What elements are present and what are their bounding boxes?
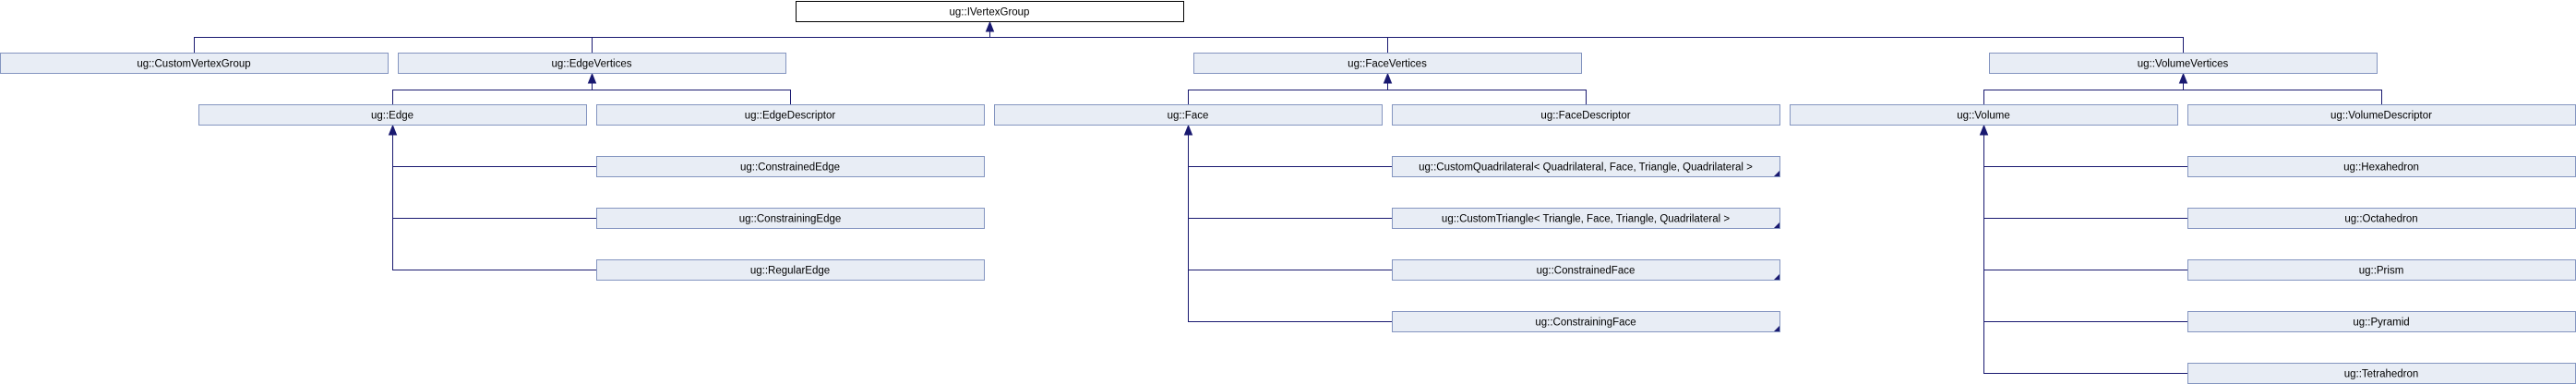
class-label: ug::ConstrainedEdge <box>740 162 840 174</box>
class-label: ug::Pyramid <box>2353 318 2409 329</box>
class-node-customvertexgroup[interactable]: ug::CustomVertexGroup <box>0 53 389 74</box>
class-box <box>596 156 985 177</box>
class-box <box>198 104 587 126</box>
class-box <box>1193 53 1582 74</box>
class-box <box>596 259 985 281</box>
class-label: ug::ConstrainingEdge <box>739 214 842 225</box>
inheritance-edges <box>194 20 2382 374</box>
class-node-facevertices[interactable]: ug::FaceVertices <box>1193 53 1582 74</box>
class-label: ug::FaceVertices <box>1348 59 1427 70</box>
class-node-constrainededge[interactable]: ug::ConstrainedEdge <box>596 156 985 177</box>
class-label: ug::CustomVertexGroup <box>137 59 250 70</box>
class-node-volumedescriptor[interactable]: ug::VolumeDescriptor <box>2187 104 2576 126</box>
class-node-volume[interactable]: ug::Volume <box>1790 104 2178 126</box>
class-label: ug::Volume <box>1957 111 2010 122</box>
class-node-constrainingedge[interactable]: ug::ConstrainingEdge <box>596 208 985 229</box>
class-label: ug::VolumeDescriptor <box>2330 111 2432 122</box>
template-corner-marker <box>1774 326 1779 331</box>
inheritance-arrowhead <box>1979 124 1989 136</box>
class-box <box>1989 53 2378 74</box>
inheritance-arrowhead <box>1183 124 1193 136</box>
inheritance-arrowhead <box>985 20 995 32</box>
inheritance-arrowhead <box>2178 72 2188 84</box>
class-box <box>596 208 985 229</box>
class-box <box>1392 208 1780 229</box>
class-node-volumevertices[interactable]: ug::VolumeVertices <box>1989 53 2378 74</box>
class-node-prism[interactable]: ug::Prism <box>2187 259 2576 281</box>
class-label: ug::Face <box>1168 111 1209 122</box>
class-box <box>0 53 389 74</box>
class-box <box>1392 104 1780 126</box>
class-box <box>596 104 985 126</box>
inheritance-arrowhead <box>388 124 398 136</box>
class-node-pyramid[interactable]: ug::Pyramid <box>2187 311 2576 332</box>
class-box <box>994 104 1383 126</box>
class-node-facedescriptor[interactable]: ug::FaceDescriptor <box>1392 104 1780 126</box>
class-node-octahedron[interactable]: ug::Octahedron <box>2187 208 2576 229</box>
class-label: ug::FaceDescriptor <box>1540 111 1630 122</box>
class-label: ug::RegularEdge <box>750 266 830 277</box>
class-box <box>1392 311 1780 332</box>
class-node-root[interactable]: ug::IVertexGroup <box>796 1 1184 22</box>
class-node-tetrahedron[interactable]: ug::Tetrahedron <box>2187 363 2576 384</box>
class-label: ug::ConstrainedFace <box>1537 266 1635 277</box>
class-node-hexahedron[interactable]: ug::Hexahedron <box>2187 156 2576 177</box>
class-node-edgevertices[interactable]: ug::EdgeVertices <box>398 53 786 74</box>
class-box <box>398 53 786 74</box>
class-node-edgedescriptor[interactable]: ug::EdgeDescriptor <box>596 104 985 126</box>
class-label: ug::IVertexGroup <box>950 7 1030 18</box>
class-label: ug::Hexahedron <box>2343 162 2419 174</box>
class-label: ug::Tetrahedron <box>2344 369 2419 380</box>
class-box <box>796 1 1184 22</box>
class-box <box>1392 156 1780 177</box>
class-node-customtriangle[interactable]: ug::CustomTriangle< Triangle, Face, Tria… <box>1392 208 1780 229</box>
class-node-customquadrilateral[interactable]: ug::CustomQuadrilateral< Quadrilateral, … <box>1392 156 1780 177</box>
class-node-constrainingface[interactable]: ug::ConstrainingFace <box>1392 311 1780 332</box>
class-label: ug::ConstrainingFace <box>1535 318 1635 329</box>
class-label: ug::CustomTriangle< Triangle, Face, Tria… <box>1442 214 1730 225</box>
class-label: ug::Edge <box>371 111 413 122</box>
class-box <box>1790 104 2178 126</box>
class-box <box>1392 259 1780 281</box>
class-label: ug::Prism <box>2359 266 2404 277</box>
class-node-constrainedface[interactable]: ug::ConstrainedFace <box>1392 259 1780 281</box>
class-label: ug::VolumeVertices <box>2138 59 2229 70</box>
class-label: ug::Octahedron <box>2344 214 2417 225</box>
template-corner-marker <box>1774 222 1779 228</box>
template-corner-marker <box>1774 274 1779 280</box>
inheritance-arrowhead <box>587 72 597 84</box>
inheritance-arrowhead <box>1383 72 1393 84</box>
template-corner-marker <box>1774 171 1779 176</box>
class-node-edge[interactable]: ug::Edge <box>198 104 587 126</box>
class-label: ug::EdgeDescriptor <box>745 111 836 122</box>
class-label: ug::CustomQuadrilateral< Quadrilateral, … <box>1419 162 1753 174</box>
class-node-regularedge[interactable]: ug::RegularEdge <box>596 259 985 281</box>
class-label: ug::EdgeVertices <box>552 59 632 70</box>
class-node-face[interactable]: ug::Face <box>994 104 1383 126</box>
